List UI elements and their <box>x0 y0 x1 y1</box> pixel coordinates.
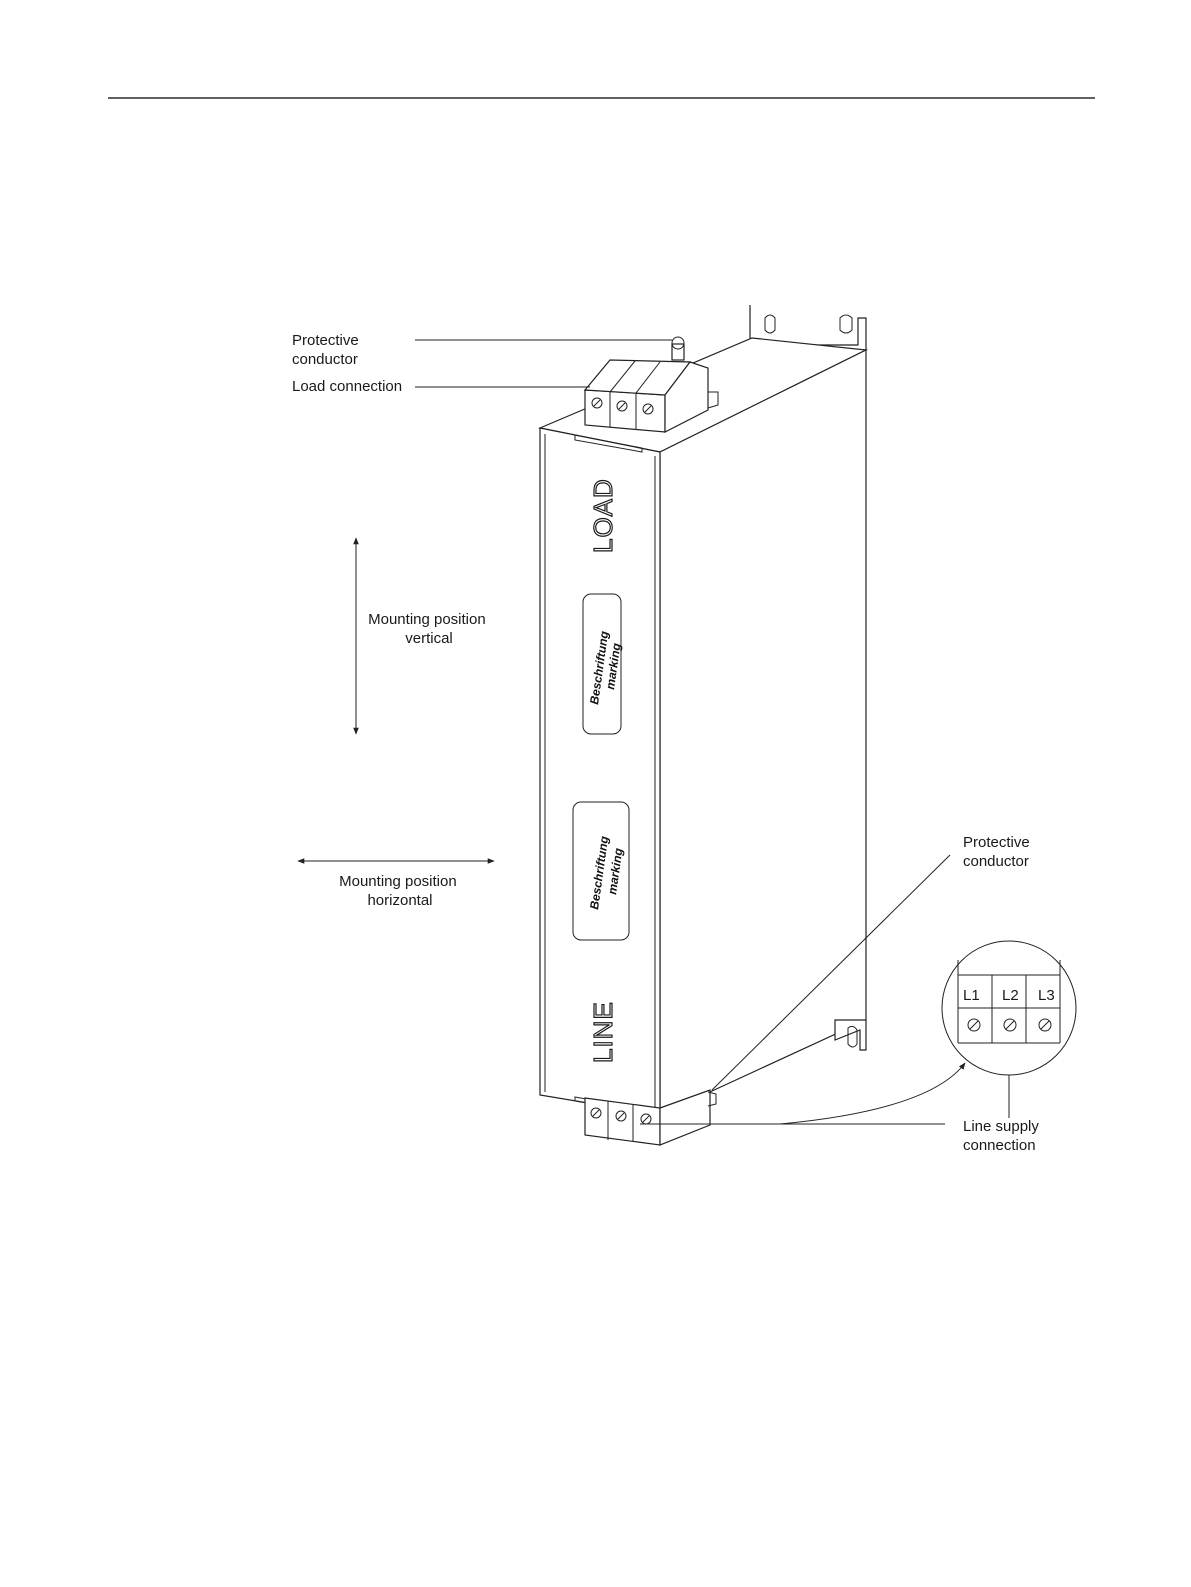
terminal-l3-label: L3 <box>1038 987 1055 1004</box>
mounting-horizontal-label: Mounting position horizontal <box>339 873 461 909</box>
protective-conductor-top-label: Protective conductor <box>292 332 363 368</box>
load-text: LOAD <box>588 478 618 553</box>
terminal-l1-label: L1 <box>963 987 980 1004</box>
line-supply-connection-label: Line supply connection <box>963 1118 1043 1154</box>
mounting-vertical-label: Mounting position vertical <box>368 611 490 647</box>
terminal-l2-label: L2 <box>1002 987 1019 1004</box>
protective-conductor-bottom-label: Protective conductor <box>963 834 1034 870</box>
line-text: LINE <box>588 1001 618 1063</box>
leader-detail-curve <box>780 1063 965 1124</box>
terminal-detail: L1 L2 L3 <box>942 941 1076 1118</box>
filter-unit: LOAD LINE Beschriftung marking Beschrift… <box>540 305 866 1145</box>
load-connection-label: Load connection <box>292 378 402 395</box>
